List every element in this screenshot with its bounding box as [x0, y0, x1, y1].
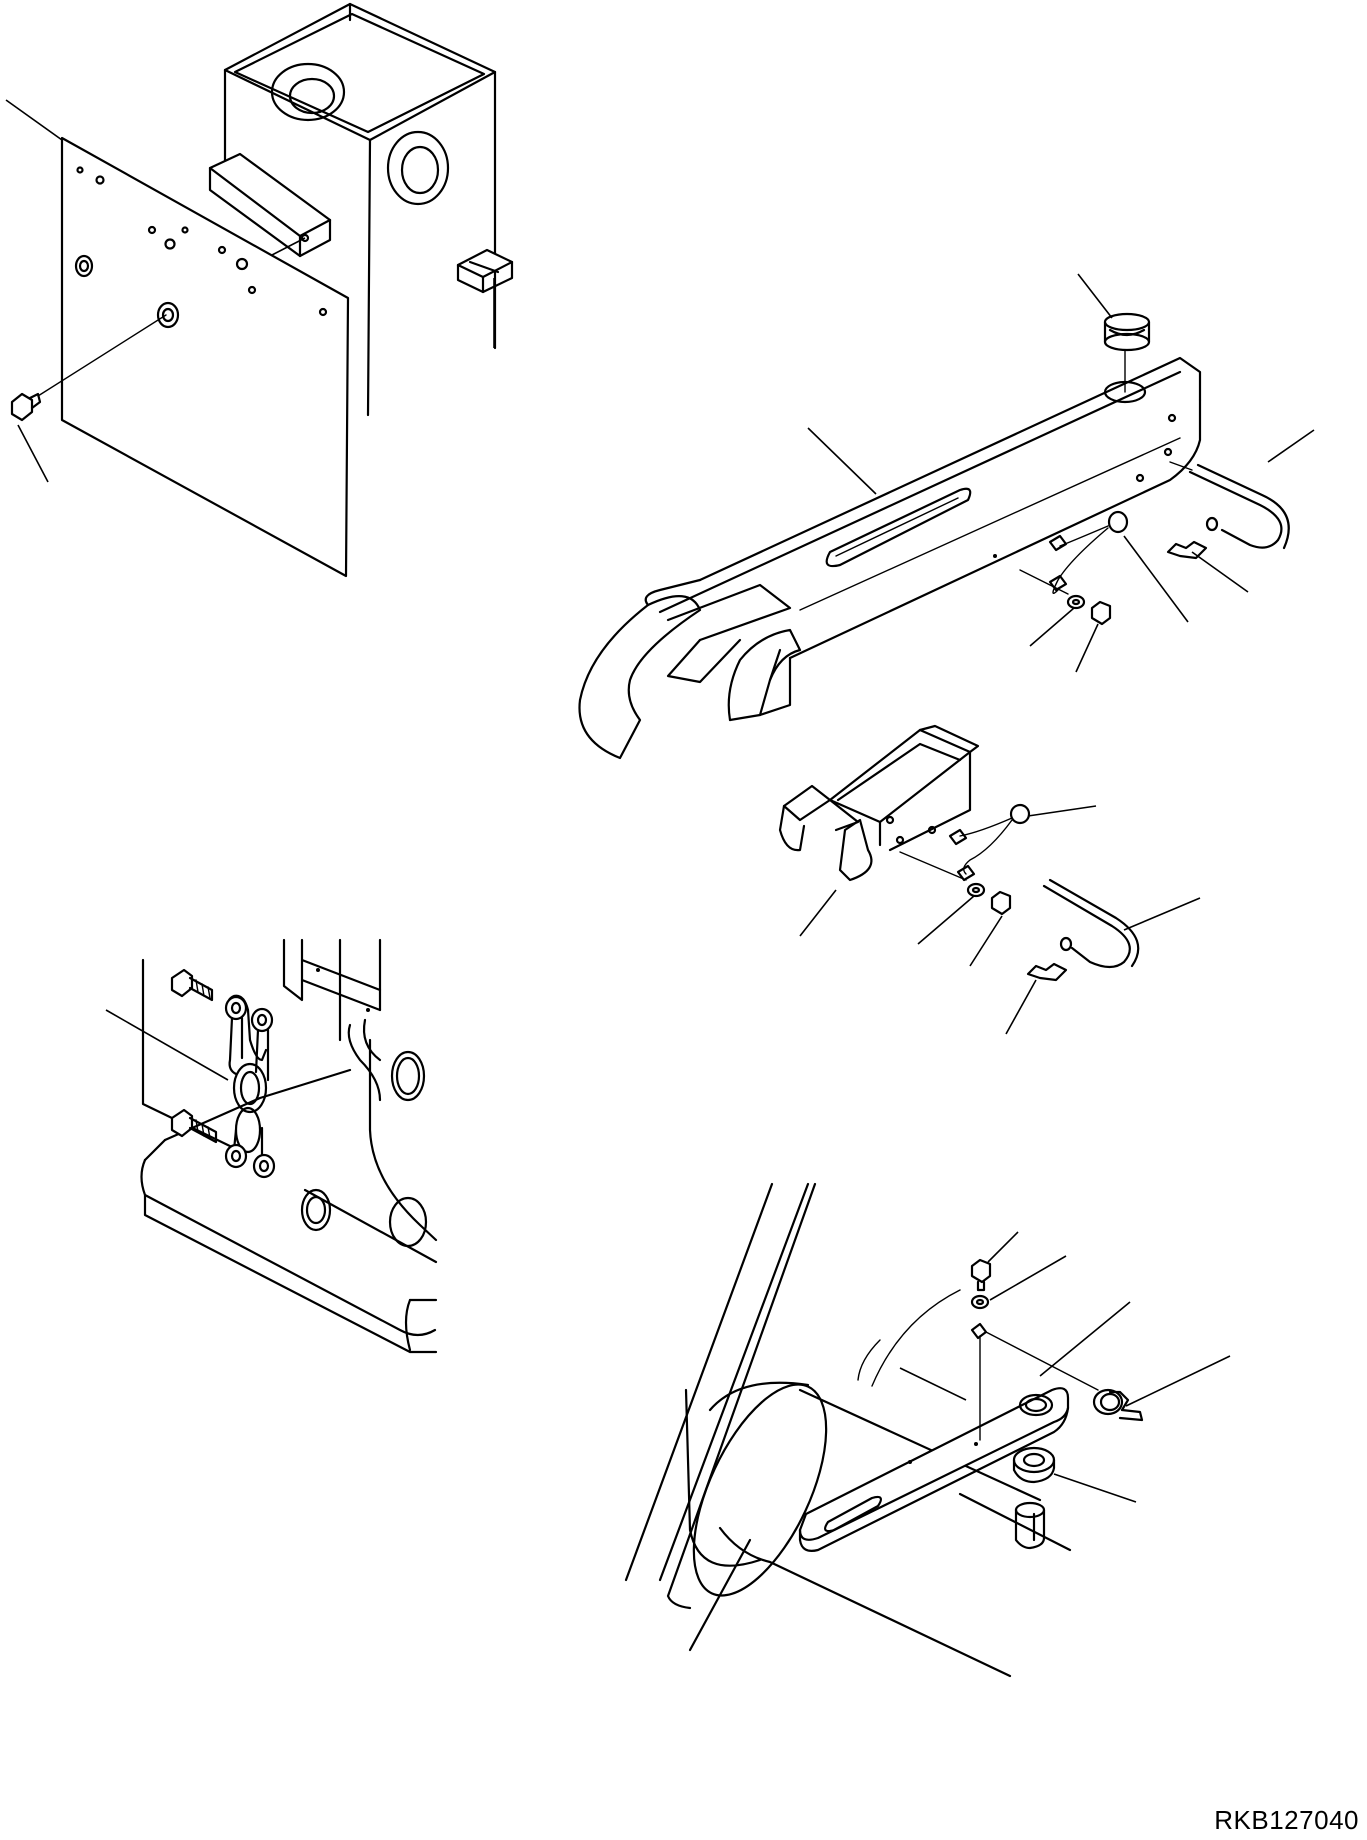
- washer-bolt: [1066, 594, 1112, 626]
- leader-upin: [1267, 429, 1315, 463]
- chain-bolt-bottom: [170, 1108, 218, 1144]
- leader-bracket: [799, 889, 837, 937]
- mounting-plate: [60, 136, 350, 578]
- bracket-wire-ring: [899, 803, 1031, 882]
- bracket-washer-bolt: [966, 882, 1012, 916]
- leader-clip2: [1191, 551, 1249, 593]
- bracket-lynch-clip: [1026, 962, 1068, 982]
- rubber-stop: [1103, 312, 1151, 393]
- leader-upin3: [1123, 897, 1201, 931]
- leader-bolt3: [969, 915, 1003, 967]
- bushing: [1012, 1446, 1056, 1484]
- leader-plate5: [899, 1367, 967, 1401]
- lock-ring-clip: [1092, 1388, 1144, 1422]
- leader-washer5: [989, 1255, 1067, 1301]
- wire-ring: [1019, 510, 1129, 595]
- chain: [224, 994, 276, 1179]
- pivot-lock-group: [624, 1182, 1231, 1678]
- locking-pin: [1014, 1501, 1046, 1550]
- leader-stop: [1077, 273, 1113, 319]
- leader-block: [271, 237, 306, 256]
- bracket-body: [778, 724, 980, 882]
- leader-chain: [105, 1009, 229, 1081]
- leader-ring3: [1027, 805, 1097, 817]
- leader-bolt5: [987, 1231, 1019, 1263]
- leader-bolt2: [1075, 623, 1099, 673]
- lock-bolt-stack: [970, 1258, 1099, 1441]
- leader-wire5: [1039, 1301, 1131, 1377]
- leader-ring: [1123, 535, 1189, 623]
- frame-column: [208, 2, 514, 417]
- drawing-code: RKB127040: [1214, 1805, 1359, 1835]
- lynch-clip: [1166, 540, 1208, 560]
- plate-and-frame-group: [5, 2, 514, 578]
- chain-group: [105, 938, 438, 1354]
- frame-lower: [140, 938, 438, 1354]
- u-pin: [1169, 461, 1290, 550]
- leader-arm: [807, 427, 877, 495]
- chain-bolt-top: [170, 968, 214, 1002]
- lock-plate: [798, 1387, 1070, 1552]
- leader-plate: [5, 99, 63, 141]
- frame-edge: [624, 1182, 961, 1652]
- leader-clip3: [1005, 979, 1037, 1035]
- plate-bolt: [10, 314, 167, 422]
- leader-ring5: [1125, 1355, 1231, 1407]
- leader-bolt: [17, 424, 49, 483]
- hook-bracket-group: [778, 724, 1201, 1035]
- leader-bushing: [1053, 1473, 1137, 1503]
- arm-body: [578, 356, 1202, 760]
- bracket-u-pin: [1042, 878, 1140, 969]
- leader-washer3: [917, 895, 975, 945]
- arm-assembly-group: [578, 273, 1315, 760]
- leader-washer: [1029, 607, 1075, 647]
